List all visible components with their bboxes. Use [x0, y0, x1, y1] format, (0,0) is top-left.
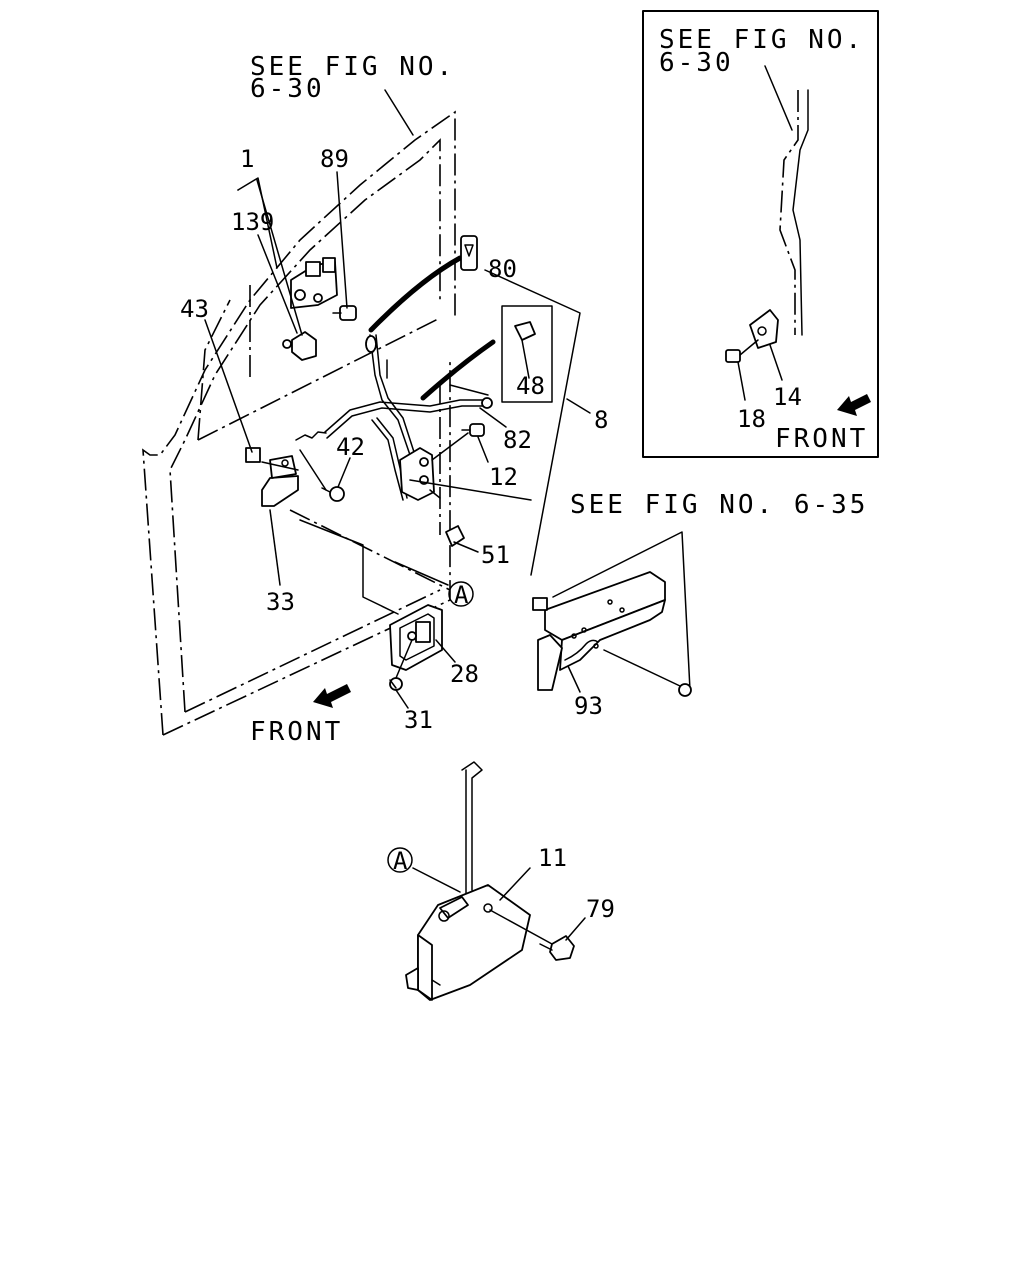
callout-1: 1 [240, 145, 254, 173]
door-bracket [537, 571, 666, 691]
see-fig-main-line2: 6-30 [250, 74, 325, 104]
leader-79 [565, 917, 586, 941]
trim-clip-80 [460, 235, 478, 271]
inset-door-edge [779, 89, 809, 336]
latch-bolt-12 [461, 423, 485, 437]
callout-12: 12 [489, 463, 518, 491]
callout-28: 28 [450, 660, 479, 688]
handle-dash [289, 509, 451, 591]
callout-31: 31 [404, 706, 433, 734]
front-label-inset: FRONT [775, 424, 868, 454]
leader-11 [499, 867, 531, 901]
clip-48 [514, 321, 536, 341]
actuator-bolt-79 [539, 935, 575, 961]
leader-14 [769, 344, 783, 381]
leader-31 [395, 689, 409, 709]
hinge-bolt [332, 305, 357, 321]
inset-hinge [749, 309, 779, 349]
screw-31 [389, 677, 403, 691]
rod-clip-51 [445, 525, 465, 547]
callout-82: 82 [503, 426, 532, 454]
callout-48: 48 [516, 372, 545, 400]
leader-42 [337, 457, 351, 488]
marker-a2-circle [387, 847, 413, 873]
callout-33: 33 [266, 588, 295, 616]
leader-93 [567, 665, 581, 693]
see-fig-main-line1: SEE FIG NO. [250, 52, 455, 82]
handle-link [299, 519, 399, 615]
latch-screw-line [431, 432, 469, 461]
bracket-clip [532, 597, 548, 611]
leader-8 [566, 398, 591, 414]
box-48 [501, 305, 553, 403]
callout-18: 18 [737, 405, 766, 433]
inset-see-fig-leader [764, 65, 793, 131]
lock-actuator [405, 761, 531, 1001]
inside-handle [389, 604, 443, 671]
leader-18 [737, 361, 746, 401]
bracket-screw [678, 683, 692, 697]
callout-8: 8 [594, 406, 608, 434]
callout-80: 80 [488, 255, 517, 283]
see-fig-inset-line1: SEE FIG NO. [659, 25, 864, 55]
leader-139 [257, 234, 298, 334]
callout-43: 43 [180, 295, 209, 323]
leader-48 [521, 339, 530, 379]
front-label-main: FRONT [250, 717, 343, 747]
callout-14: 14 [773, 383, 802, 411]
leader-43 [204, 319, 253, 453]
door-hinge-part [290, 257, 338, 309]
marker-a-circle [448, 581, 474, 607]
callout-51: 51 [481, 541, 510, 569]
callout-139: 139 [231, 208, 274, 236]
lock-rods [295, 334, 493, 501]
callout-11: 11 [538, 844, 567, 872]
leader-a1 [394, 561, 449, 586]
leader-1 [237, 177, 278, 269]
leader-33 [269, 509, 281, 586]
latch-link-line [409, 479, 532, 501]
callout-42: 42 [336, 433, 365, 461]
door-checker-part [282, 331, 317, 361]
leader-1b [256, 179, 303, 336]
front-arrow-icon [313, 684, 351, 708]
leader-82 [479, 407, 507, 428]
handle-clip-43 [245, 447, 261, 463]
weather-strip-lower [420, 339, 496, 401]
leader-see-fig-bracket [552, 531, 691, 691]
inset-frame [642, 10, 879, 458]
callout-93: 93 [574, 692, 603, 720]
marker-a2: A [393, 847, 408, 875]
door-latch [399, 447, 441, 501]
callout-79: 79 [586, 895, 615, 923]
bracket-screw-line [603, 649, 681, 687]
leader-28 [435, 639, 456, 663]
leader-a2 [412, 867, 461, 893]
see-fig-leader [384, 89, 414, 136]
marker-a: A [454, 581, 469, 609]
front-arrow-inset-icon [837, 394, 871, 416]
handle-screw-line [299, 449, 327, 491]
weather-strip-upper [368, 255, 463, 333]
leader-8-80 [484, 269, 581, 576]
see-fig-bracket: SEE FIG NO. 6-35 [570, 490, 868, 520]
leader-89 [336, 171, 348, 309]
inset-bolt-18 [725, 349, 741, 363]
leader-51 [453, 541, 479, 553]
see-fig-inset-line2: 6-30 [659, 48, 734, 78]
callout-89: 89 [320, 145, 349, 173]
bolt-79-line [489, 909, 553, 945]
leader-12 [477, 436, 489, 463]
